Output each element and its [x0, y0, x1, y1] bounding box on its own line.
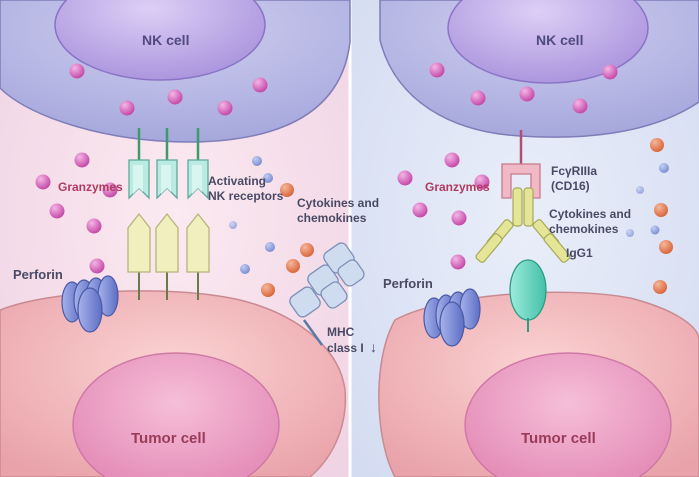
fcgr-line-1: FcγRIIIa — [551, 164, 598, 178]
cytokines-right-line-1: Cytokines and — [549, 207, 632, 221]
perforin-label-left: Perforin — [13, 267, 63, 282]
activating-receptors — [128, 128, 209, 200]
right-panel — [378, 0, 699, 477]
granzyme-granules-left — [35, 152, 118, 274]
perforin-label-right: Perforin — [383, 276, 433, 291]
nk-cell-label-right: NK cell — [536, 32, 584, 48]
granzyme-granules-right — [397, 152, 490, 270]
granzymes-label-left: Granzymes — [58, 180, 123, 194]
tumor-antigen — [509, 259, 547, 321]
fc-gamma-receptor — [501, 130, 541, 199]
down-arrow-icon: ↓ — [370, 339, 378, 355]
nk-cell-left — [0, 0, 351, 143]
activating-receptors-line-1: Activating — [208, 174, 267, 188]
cytokines-left-line-1: Cytokines and — [297, 196, 380, 210]
cytokines-label-left: Cytokines and chemokines — [297, 196, 379, 226]
nk-cell-label-left: NK cell — [142, 32, 190, 48]
igg1-label: IgG1 — [566, 246, 593, 260]
mhc-line-2-text: class I — [327, 341, 364, 355]
tumor-cell-label-right: Tumor cell — [521, 430, 596, 447]
cytokines-right-line-2: chemokines — [549, 222, 619, 236]
tumor-cell-left — [0, 290, 347, 477]
fcgr-line-2: (CD16) — [551, 179, 590, 193]
cytokines-left — [229, 156, 314, 297]
ligands-on-tumor — [127, 212, 210, 300]
granules-in-nk-left — [69, 63, 268, 116]
nk-cell-nucleus-left — [54, 0, 266, 81]
cytokines-left-line-2: chemokines — [297, 211, 367, 225]
left-panel — [0, 0, 365, 477]
activating-receptors-line-2: NK receptors — [208, 189, 284, 203]
mhc-class-i-label: MHC class I ↓ — [327, 325, 377, 356]
perforin-pore-left — [61, 275, 119, 333]
mhc-line-1: MHC — [327, 325, 355, 339]
perforin-pore-right — [423, 288, 481, 347]
nk-cell-nucleus-right — [447, 0, 649, 84]
nk-cell-right — [379, 0, 699, 138]
mhc-line-2: class I ↓ — [327, 340, 377, 356]
activating-receptors-label: Activating NK receptors — [208, 174, 283, 204]
tumor-cell-nucleus-left — [72, 352, 280, 477]
fc-gamma-receptor-label: FcγRIIIa (CD16) — [551, 164, 597, 194]
granzymes-label-right: Granzymes — [425, 180, 490, 194]
granules-in-nk-right — [429, 62, 618, 114]
cytokines-label-right: Cytokines and chemokines — [549, 207, 631, 237]
cytokines-right — [626, 138, 673, 294]
tumor-cell-nucleus-right — [464, 352, 672, 477]
igg1-antibody — [475, 187, 571, 263]
mhc-class-i — [289, 242, 365, 346]
tumor-cell-label-left: Tumor cell — [131, 430, 206, 447]
